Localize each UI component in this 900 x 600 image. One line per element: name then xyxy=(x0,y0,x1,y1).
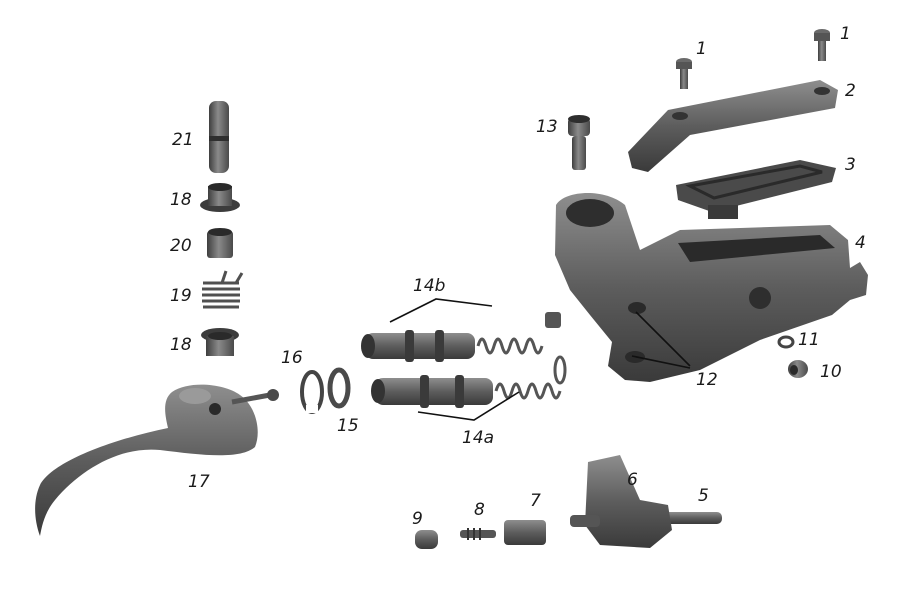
part-21-pivot-pin xyxy=(209,101,229,173)
callout-labels: 1 1 2 3 4 5 6 7 8 9 10 11 12 13 14a 14b … xyxy=(170,24,866,529)
callout-5: 5 xyxy=(698,486,709,506)
part-19-torsion-spring xyxy=(202,270,244,309)
part-18-bushing-top xyxy=(200,183,240,212)
callout-18: 18 xyxy=(170,335,192,355)
part-13-bolt xyxy=(568,115,590,170)
leader-14a xyxy=(417,391,520,421)
callout-8: 8 xyxy=(474,500,485,520)
part-18-bushing-bottom xyxy=(201,328,239,356)
leader-12-lower xyxy=(631,355,691,369)
callout-14a: 14a xyxy=(462,428,494,448)
callout-7: 7 xyxy=(530,491,541,511)
part-7-compression-nut xyxy=(504,520,546,545)
leader-14b xyxy=(389,298,493,323)
callout-1: 1 xyxy=(840,24,851,44)
callout-21: 21 xyxy=(172,130,194,150)
leader-12-upper xyxy=(635,311,691,367)
callout-11: 11 xyxy=(798,330,820,350)
callout-9: 9 xyxy=(412,509,423,529)
part-10-bleed-screw xyxy=(788,360,808,378)
leader-lines xyxy=(389,298,691,421)
part-20-sleeve xyxy=(207,228,233,258)
callout-20: 20 xyxy=(170,236,192,256)
part-6-fitting-body xyxy=(570,455,672,548)
callout-1: 1 xyxy=(696,39,707,59)
callout-12: 12 xyxy=(696,370,718,390)
callout-18: 18 xyxy=(170,190,192,210)
callout-2: 2 xyxy=(845,81,856,101)
callout-10: 10 xyxy=(820,362,842,382)
part-1-screw-right xyxy=(814,29,830,61)
part-1-screw-left xyxy=(676,58,692,89)
callout-15: 15 xyxy=(337,416,359,436)
callout-3: 3 xyxy=(845,155,856,175)
part-4-master-cylinder-body xyxy=(555,192,868,382)
part-9-olive xyxy=(415,530,438,549)
callout-6: 6 xyxy=(627,470,638,490)
part-17-lever-blade xyxy=(35,384,279,536)
part-14a-piston-assembly xyxy=(371,355,567,408)
part-14b-piston-assembly xyxy=(361,312,561,362)
part-3-diaphragm xyxy=(676,160,836,219)
part-15-washer xyxy=(327,367,351,409)
part-11-o-ring xyxy=(777,335,795,349)
callout-13: 13 xyxy=(536,117,558,137)
part-16-snap-ring xyxy=(300,370,324,414)
part-2-reservoir-cover xyxy=(628,80,838,172)
callout-19: 19 xyxy=(170,286,192,306)
part-8-insert xyxy=(460,528,496,540)
callout-17: 17 xyxy=(188,472,210,492)
callout-16: 16 xyxy=(281,348,303,368)
callout-4: 4 xyxy=(855,233,866,253)
callout-14b: 14b xyxy=(413,276,445,296)
